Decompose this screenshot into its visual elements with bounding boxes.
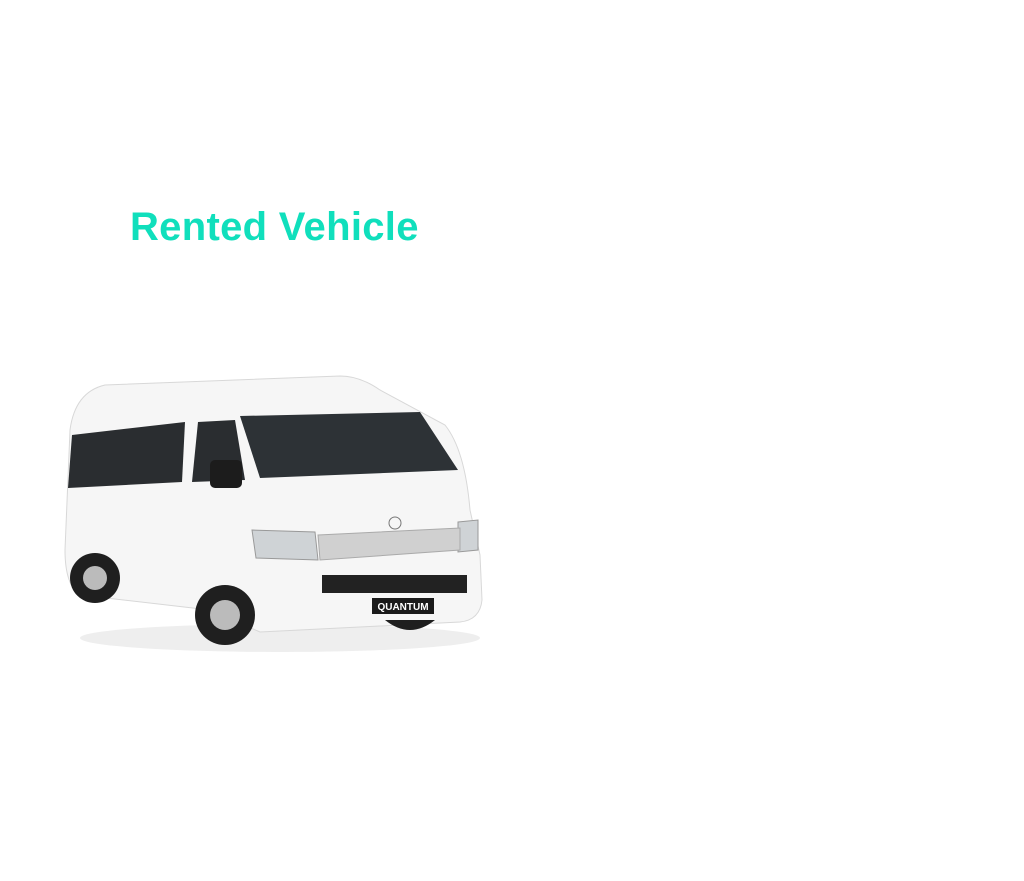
plate-text: QUANTUM bbox=[377, 602, 428, 613]
vehicle-image: QUANTUM bbox=[64, 375, 483, 652]
page-title: Rented Vehicle bbox=[130, 205, 419, 249]
